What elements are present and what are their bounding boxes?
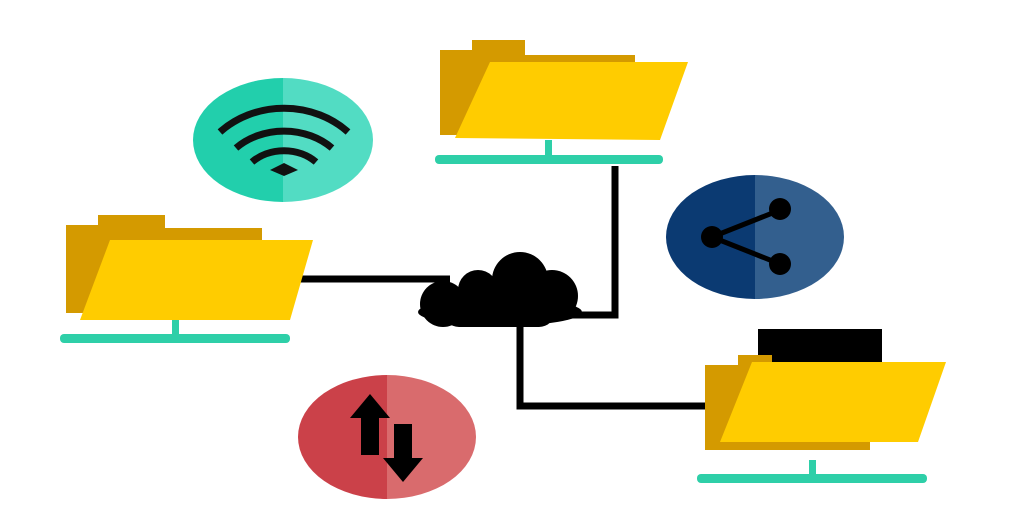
network-stand [435, 155, 663, 164]
network-stand [697, 474, 927, 483]
document-icon [758, 329, 882, 364]
network-stand [60, 334, 290, 343]
line-bottom-folder [516, 310, 708, 410]
folder-left [60, 215, 313, 343]
wifi-icon [217, 104, 351, 176]
folder-top [435, 40, 688, 164]
transfer-arrows-icon [350, 394, 423, 482]
wifi-badge [193, 78, 373, 202]
folder-bottom-right [697, 329, 946, 483]
line-top-folder [570, 166, 619, 319]
share-badge [666, 175, 844, 299]
transfer-badge [298, 375, 476, 499]
connection-lines [298, 166, 708, 410]
cloud-icon [418, 252, 582, 327]
share-icon [701, 198, 791, 275]
